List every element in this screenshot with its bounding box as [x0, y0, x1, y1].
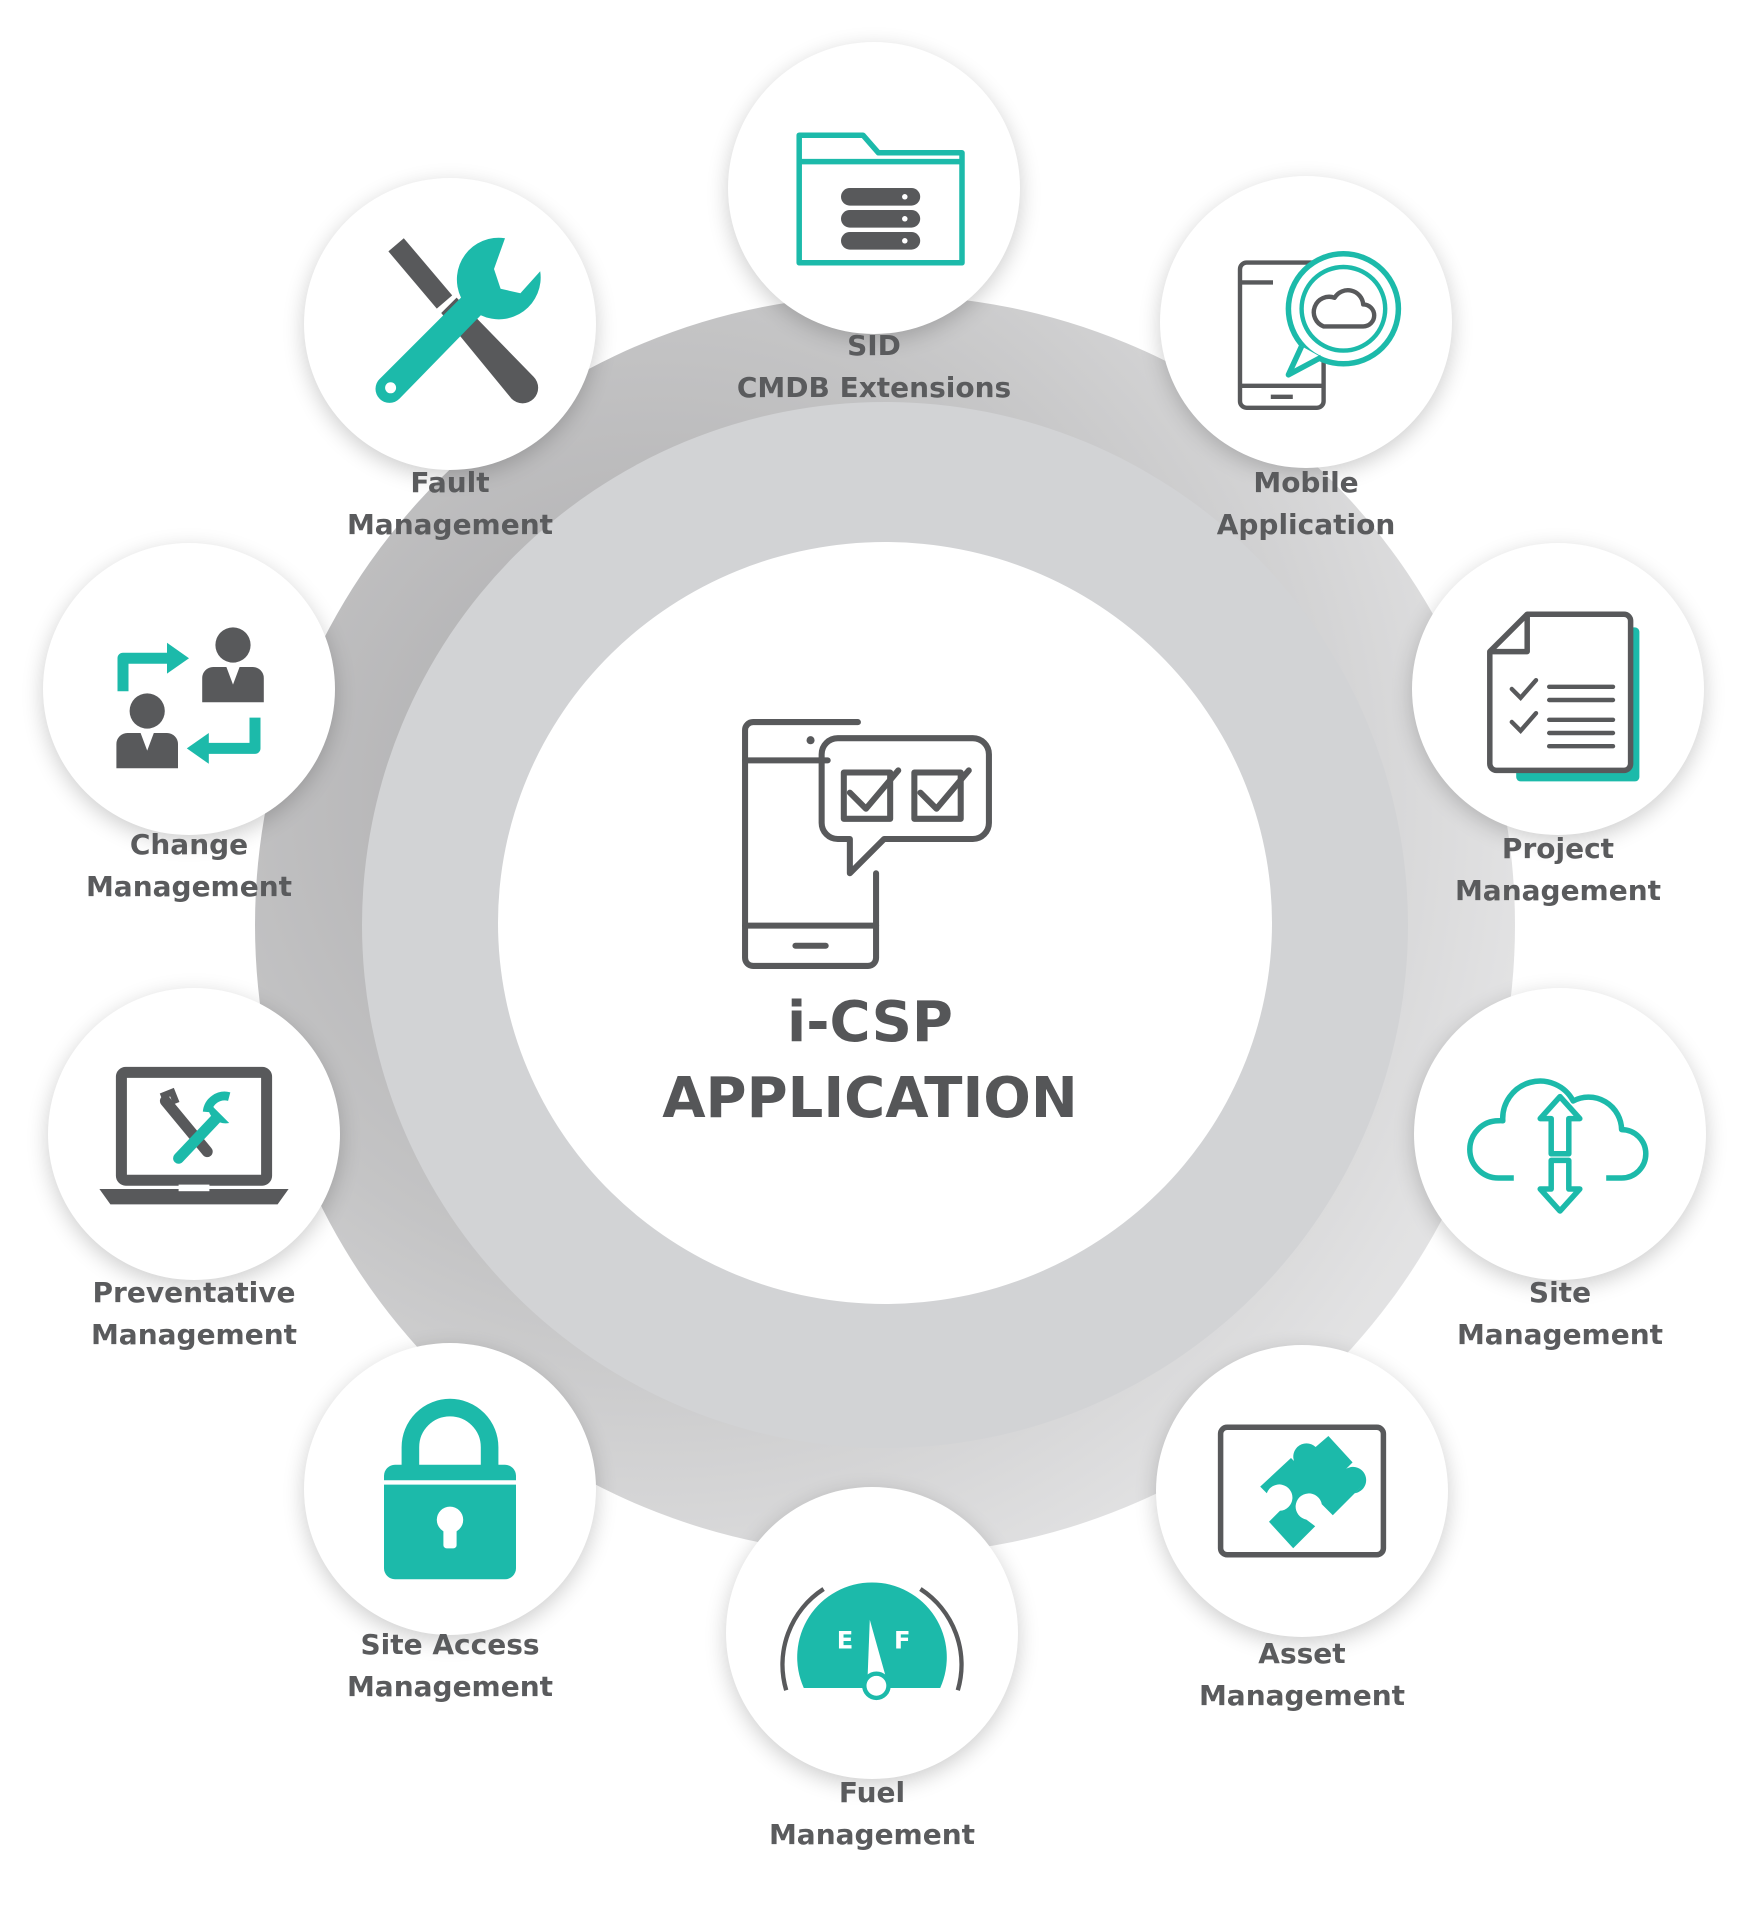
- label-fault: Fault Management: [346, 466, 554, 541]
- center-title: i-CSP APPLICATION: [560, 985, 1180, 1137]
- center-circle: [498, 542, 1272, 1304]
- folder-server-icon: [796, 132, 965, 266]
- bubble-site[interactable]: [1414, 988, 1706, 1280]
- puzzle-icon: [1217, 1424, 1387, 1558]
- gauge-empty-label: E: [837, 1626, 854, 1654]
- laptop-tools-icon: [99, 1066, 289, 1205]
- bubble-fuel[interactable]: E F: [726, 1487, 1018, 1779]
- bubble-project[interactable]: [1412, 543, 1704, 835]
- label-asset: Asset Management: [1198, 1637, 1406, 1712]
- label-preventative: Preventative Management: [90, 1276, 298, 1351]
- label-site-access: Site Access Management: [346, 1628, 554, 1703]
- label-sid-cmdb: SID CMDB Extensions: [736, 329, 1012, 404]
- padlock-icon: [379, 1398, 521, 1580]
- gauge-full-label: F: [894, 1626, 911, 1654]
- center-title-line2: APPLICATION: [662, 1066, 1078, 1131]
- label-site: Site Management: [1456, 1276, 1664, 1351]
- label-change: Change Management: [85, 828, 293, 903]
- label-mobile: Mobile Application: [1216, 466, 1396, 541]
- people-swap-icon: [116, 627, 264, 769]
- bubble-sid-cmdb[interactable]: [728, 42, 1020, 334]
- phone-checklist-icon: [742, 719, 992, 969]
- fuel-gauge-icon: E F: [780, 1582, 964, 1701]
- bubble-site-access[interactable]: [304, 1343, 596, 1635]
- bubble-fault[interactable]: [304, 178, 596, 470]
- bubble-change[interactable]: [43, 543, 335, 835]
- label-project: Project Management: [1454, 832, 1662, 907]
- bubble-mobile[interactable]: [1160, 176, 1452, 468]
- center-title-line1: i-CSP: [787, 990, 953, 1055]
- mobile-cloud-icon: [1237, 251, 1402, 411]
- bubble-asset[interactable]: [1156, 1345, 1448, 1637]
- wrench-screwdriver-icon: [375, 237, 541, 404]
- bubble-preventative[interactable]: [48, 988, 340, 1280]
- label-fuel: Fuel Management: [768, 1776, 976, 1851]
- cloud-sync-icon: [1467, 1078, 1649, 1214]
- document-checklist-icon: [1487, 611, 1640, 782]
